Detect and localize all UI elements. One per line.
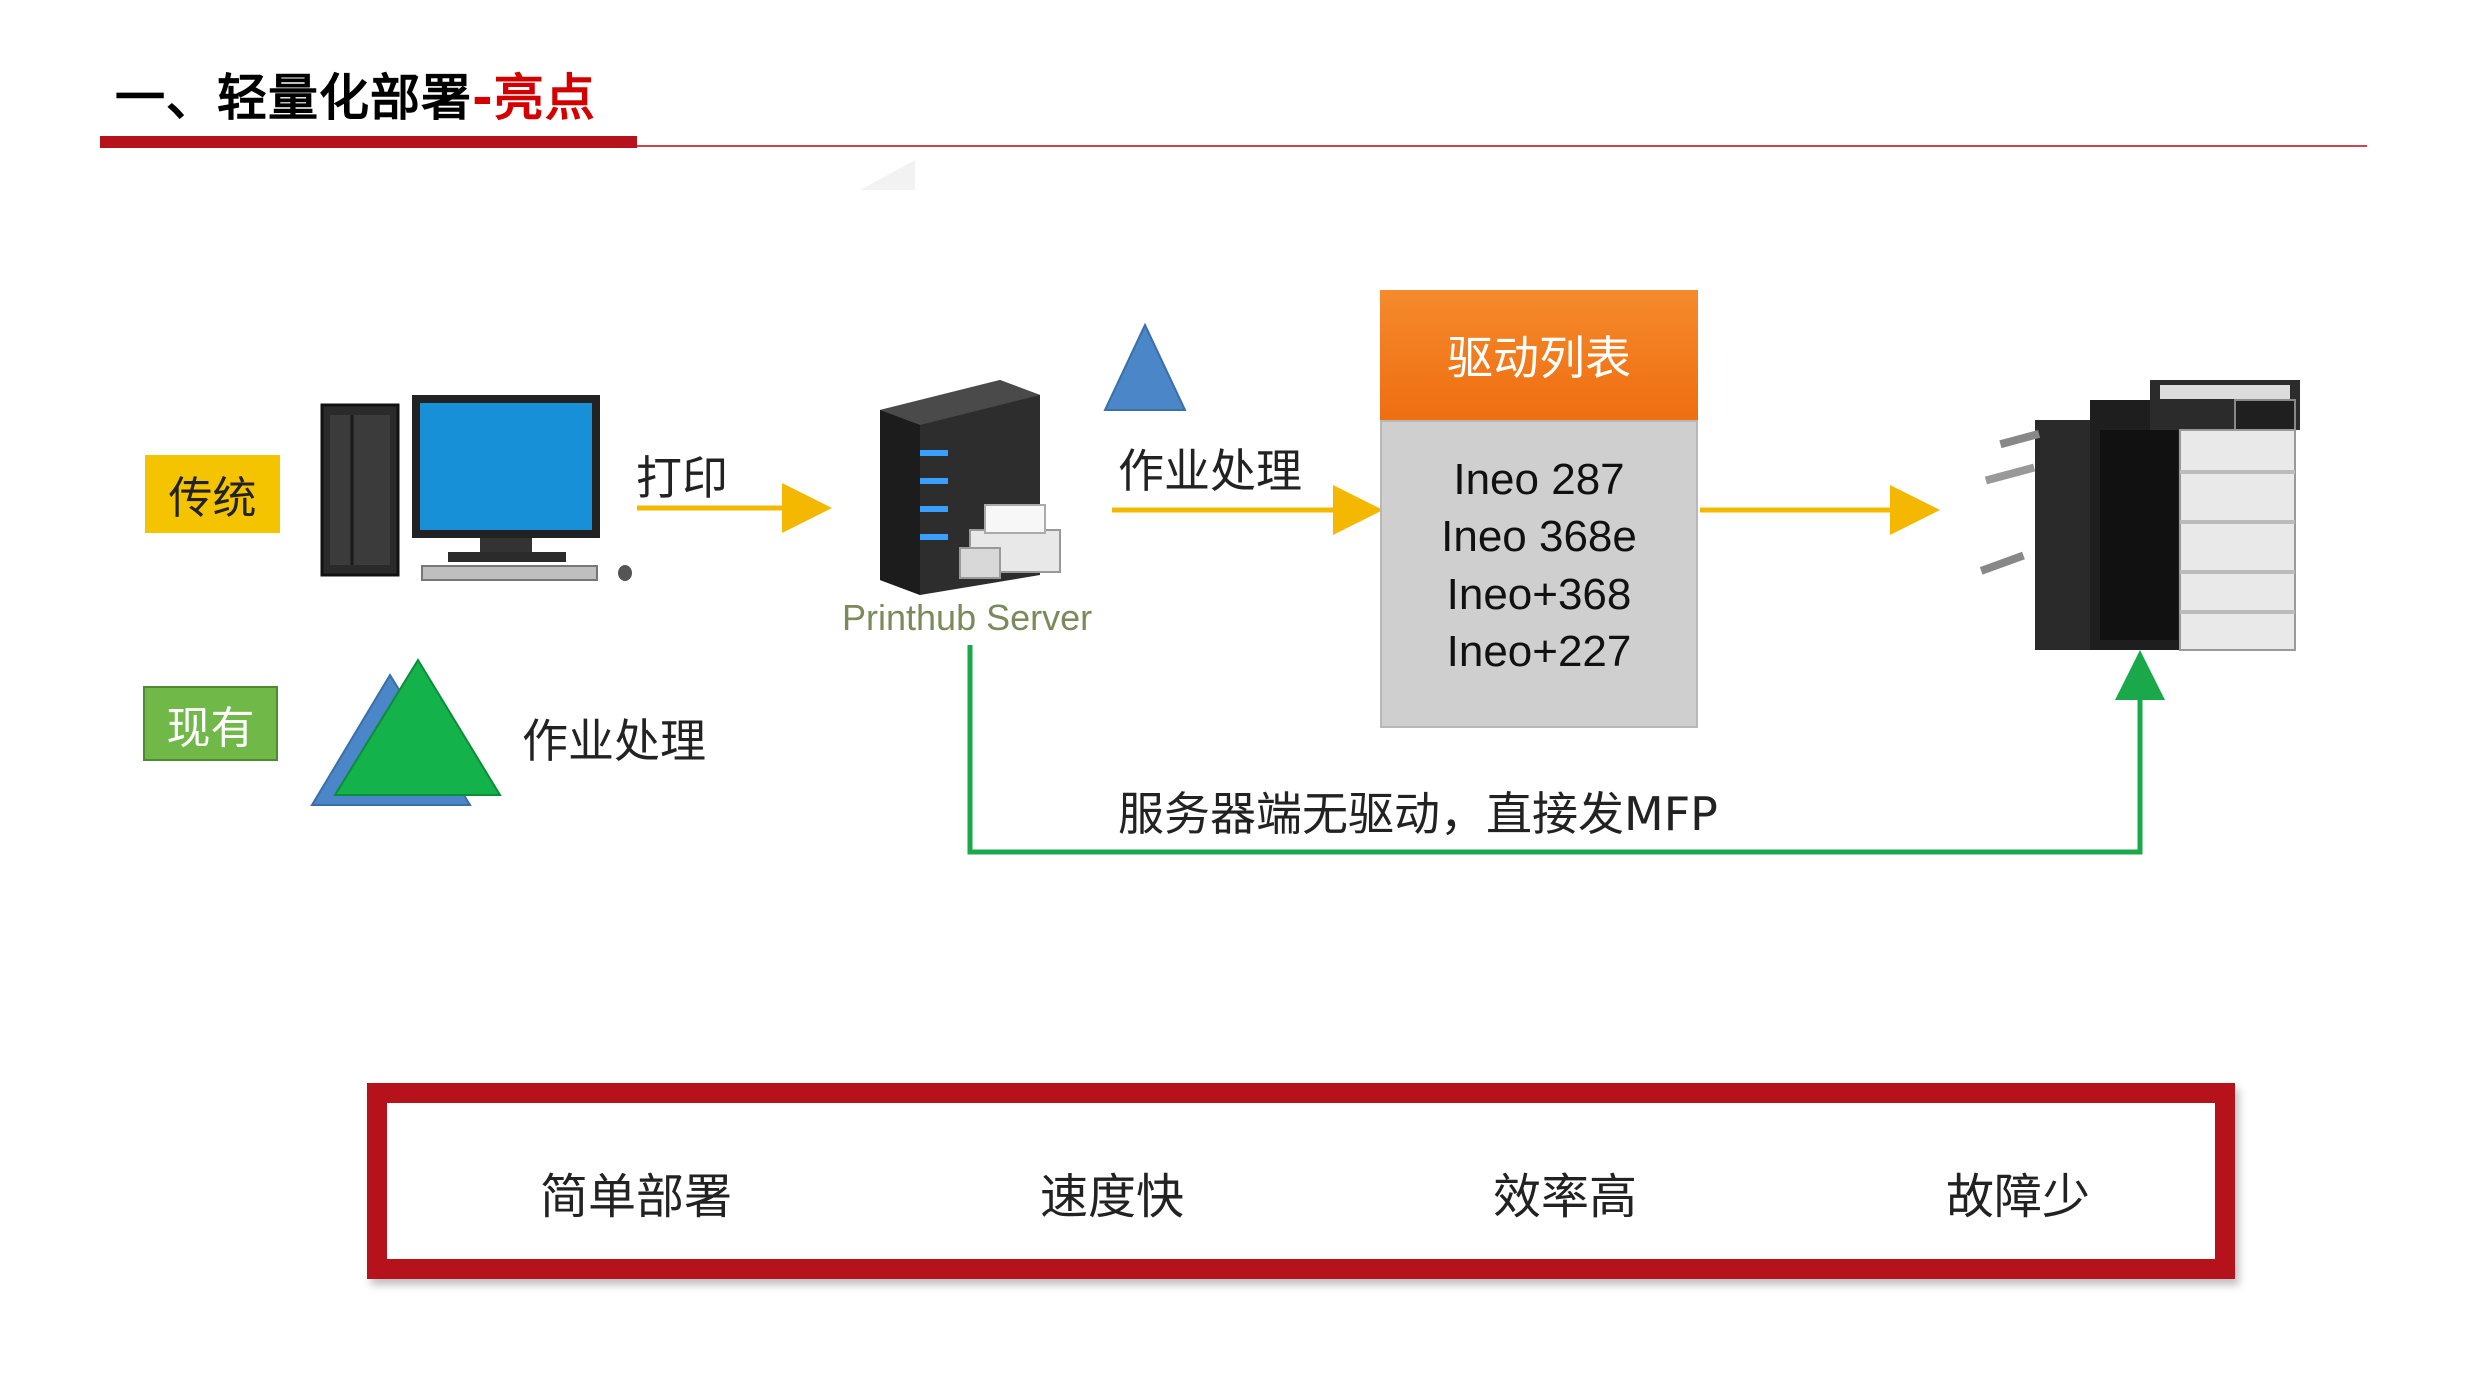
driver-item: Ineo+227 bbox=[1446, 627, 1632, 676]
driver-item: Ineo 368e bbox=[1441, 512, 1637, 561]
title-rule bbox=[637, 145, 2367, 147]
server-icon bbox=[880, 380, 1061, 595]
tag-traditional: 传统 bbox=[145, 455, 280, 533]
benefit-fast: 速度快 bbox=[1040, 1169, 1185, 1225]
server-name-label: Printhub Server bbox=[842, 597, 1093, 638]
driver-list-box bbox=[1380, 420, 1698, 728]
label-print: 打印 bbox=[636, 451, 728, 505]
benefits-box bbox=[367, 1083, 2235, 1279]
benefit-efficient: 效率高 bbox=[1493, 1169, 1638, 1225]
blue-triangle-marker bbox=[1103, 322, 1187, 411]
computer-icon bbox=[320, 395, 632, 581]
title-main: 一、轻量化部署 bbox=[115, 69, 472, 127]
driver-item: Ineo 287 bbox=[1453, 455, 1625, 504]
driver-list-title: 驱动列表 bbox=[1380, 290, 1698, 420]
tag-current: 现有 bbox=[143, 686, 278, 761]
title-highlight: -亮点 bbox=[472, 69, 596, 127]
legend-triangles bbox=[310, 658, 502, 806]
label-job-processing-legend: 作业处理 bbox=[522, 714, 706, 768]
benefit-fewer-faults: 故障少 bbox=[1946, 1169, 2091, 1225]
driver-item: Ineo+368 bbox=[1446, 570, 1632, 619]
title-underline-bar bbox=[100, 136, 637, 148]
benefit-simple-deploy: 简单部署 bbox=[540, 1169, 733, 1225]
mfp-printer-icon bbox=[1979, 380, 2300, 651]
label-direct-path: 服务器端无驱动，直接发MFP bbox=[1118, 787, 1718, 841]
label-job-processing-top: 作业处理 bbox=[1118, 444, 1302, 498]
arrow-direct-path bbox=[967, 645, 2165, 855]
page-title: 一、轻量化部署-亮点 bbox=[115, 58, 596, 130]
